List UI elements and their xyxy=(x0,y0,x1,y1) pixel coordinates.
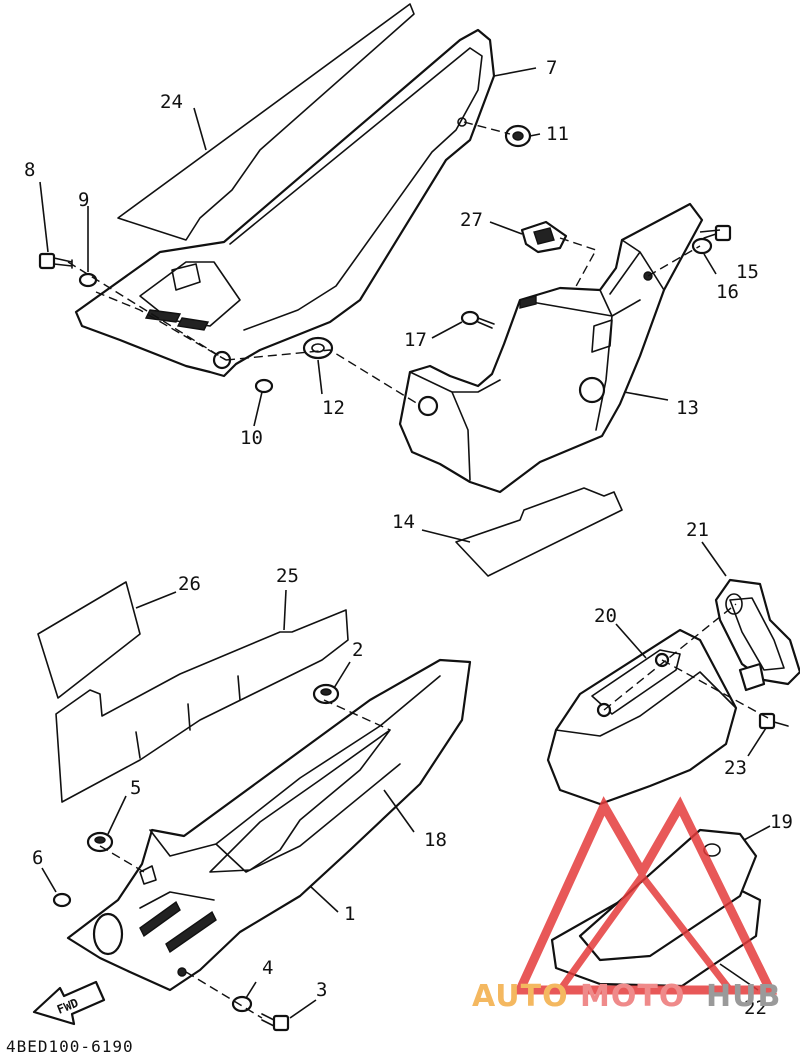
part-20-lid-edge xyxy=(555,671,737,737)
part-1-slot-a xyxy=(139,900,181,938)
callout-23: 23 xyxy=(724,757,747,779)
assembly-line xyxy=(99,845,145,873)
assembly-line xyxy=(603,603,737,711)
part-10-washer xyxy=(254,378,274,394)
diagram-code: 4BED100-6190 xyxy=(6,1037,134,1056)
assembly-line xyxy=(323,699,391,731)
part-13-top-edge xyxy=(519,289,641,431)
part-1-slot-c xyxy=(139,891,215,909)
part-7-inner-edge xyxy=(229,47,483,331)
part-8-screw xyxy=(38,252,73,270)
part-1-flame-graphic xyxy=(209,729,391,873)
assembly-line xyxy=(463,121,511,135)
part-25-cover-sheet xyxy=(55,609,349,803)
callout-19: 19 xyxy=(770,811,793,833)
part-23-bolt xyxy=(758,712,789,730)
callout-22: 22 xyxy=(744,997,767,1019)
callout-13: 13 xyxy=(676,397,699,419)
part-21-strap-band xyxy=(714,578,800,692)
part-12-grommet xyxy=(302,336,334,360)
part-17-screw xyxy=(460,310,495,329)
part-20-tool-box xyxy=(546,628,738,806)
part-7-slot-b xyxy=(176,317,210,331)
callout-7: 7 xyxy=(546,57,557,79)
part-27-clip xyxy=(520,220,568,254)
callout-24: 24 xyxy=(160,91,183,113)
callout-3: 3 xyxy=(316,979,327,1001)
callout-27: 27 xyxy=(460,209,483,231)
part-13-box-body xyxy=(398,202,704,494)
callout-25: 25 xyxy=(276,565,299,587)
part-3-screw xyxy=(261,1013,290,1032)
callout-12: 12 xyxy=(322,397,345,419)
callout-15: 15 xyxy=(736,261,759,283)
part-2-grommet xyxy=(312,683,340,705)
part-13-side-hole xyxy=(417,395,439,417)
assembly-line xyxy=(185,971,263,1019)
fwd-arrow-icon: FWD xyxy=(32,980,106,1026)
watermark-auto: AUTO xyxy=(472,979,569,1014)
callout-10: 10 xyxy=(240,427,263,449)
part-14-pad xyxy=(455,487,623,577)
part-24-emblem-sheet xyxy=(117,3,415,241)
part-7-clip xyxy=(171,263,201,291)
part-1-boss xyxy=(139,865,157,885)
leader-lines xyxy=(39,67,771,1019)
callout-20: 20 xyxy=(594,605,617,627)
assembly-line xyxy=(647,245,701,277)
part-13-bracket xyxy=(609,239,665,295)
callout-1: 1 xyxy=(344,903,355,925)
callout-18: 18 xyxy=(424,829,447,851)
callout-14: 14 xyxy=(392,511,415,533)
part-5-grommet xyxy=(86,831,114,853)
part-26-emblem xyxy=(37,581,141,699)
callout-26: 26 xyxy=(178,573,201,595)
watermark-moto: MOTO xyxy=(580,979,685,1014)
part-1-front-hole xyxy=(92,912,124,956)
callout-11: 11 xyxy=(546,123,569,145)
part-7-upper-side-cover xyxy=(74,28,496,378)
callout-5: 5 xyxy=(130,777,141,799)
part-1-lower-hole xyxy=(177,967,187,977)
watermark-hub: HUB xyxy=(706,979,781,1014)
part-1-slot-b xyxy=(165,910,217,954)
part-1-inner-line xyxy=(149,675,441,873)
part-13-front-face xyxy=(409,371,501,481)
callout-9: 9 xyxy=(78,189,89,211)
part-13-window xyxy=(591,319,613,353)
part-13-mount-hole xyxy=(578,376,606,404)
callout-8: 8 xyxy=(24,159,35,181)
assembly-line xyxy=(559,237,598,291)
part-4-washer xyxy=(231,995,253,1013)
part-16-collar xyxy=(691,237,713,255)
assembly-line xyxy=(225,349,419,405)
callout-21: 21 xyxy=(686,519,709,541)
part-9-collar xyxy=(78,272,98,288)
assembly-line xyxy=(661,659,769,719)
callout-17: 17 xyxy=(404,329,427,351)
part-11-grommet xyxy=(504,124,532,148)
callout-2: 2 xyxy=(352,639,363,661)
watermark-logo-icon xyxy=(512,796,778,995)
assembly-line xyxy=(95,291,227,361)
callout-4: 4 xyxy=(262,957,273,979)
callout-16: 16 xyxy=(716,281,739,303)
part-13-clip-slot xyxy=(519,295,537,309)
part-25-slits xyxy=(135,675,241,759)
part-6-collar xyxy=(52,892,72,908)
part-15-bolt xyxy=(703,224,732,242)
assembly-line xyxy=(67,261,227,361)
callout-6: 6 xyxy=(32,847,43,869)
